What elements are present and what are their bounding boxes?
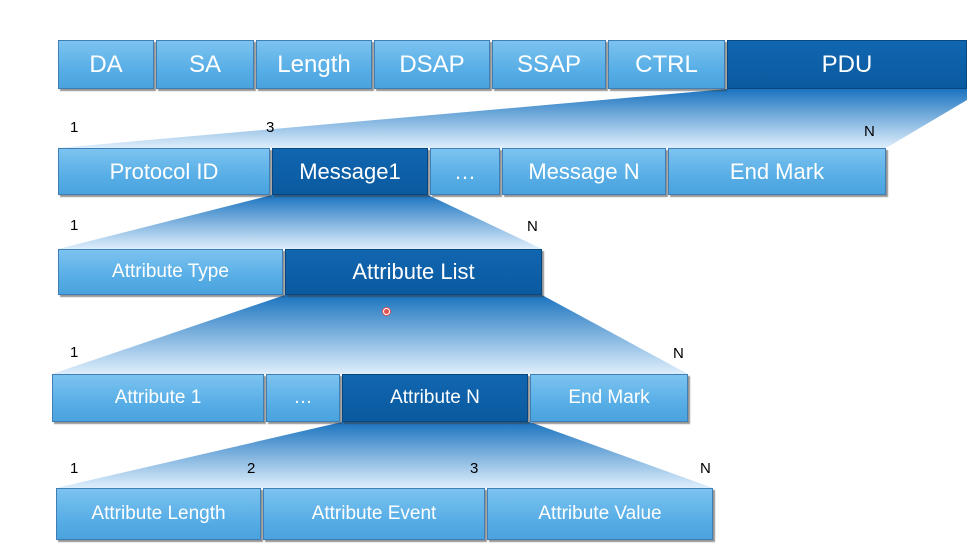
fan-attribute-n	[56, 422, 713, 488]
cell-end-mark: End Mark	[668, 148, 886, 195]
marker-attr-3: 3	[470, 460, 479, 477]
fan-attribute-list	[52, 295, 688, 374]
cell-attribute-1: Attribute 1	[52, 374, 264, 422]
cell-attribute-event: Attribute Event	[263, 488, 485, 540]
marker-message-1: 1	[70, 217, 79, 234]
marker-pdu-n: N	[864, 123, 875, 140]
cell-attribute-end-mark: End Mark	[530, 374, 688, 422]
marker-attrlist-1: 1	[70, 344, 79, 361]
cell-length: Length	[256, 40, 372, 89]
fan-pdu	[58, 89, 967, 148]
marker-pdu-3: 3	[266, 119, 275, 136]
marker-message-n: N	[527, 218, 538, 235]
cell-message-ellipsis: …	[430, 148, 500, 195]
cell-attribute-length: Attribute Length	[56, 488, 261, 540]
cell-attribute-n: Attribute N	[342, 374, 528, 422]
cursor-dot	[383, 308, 390, 315]
cell-sa: SA	[156, 40, 254, 89]
cell-protocol-id: Protocol ID	[58, 148, 270, 195]
cell-attribute-value: Attribute Value	[487, 488, 713, 540]
cell-attribute-type: Attribute Type	[58, 249, 283, 295]
message-row: Attribute Type Attribute List	[58, 249, 542, 295]
marker-pdu-1: 1	[70, 119, 79, 136]
marker-attrlist-n: N	[673, 345, 684, 362]
fan-message1	[58, 195, 542, 249]
marker-attr-2: 2	[247, 460, 256, 477]
cell-attribute-ellipsis: …	[266, 374, 340, 422]
attribute-list-row: Attribute 1 … Attribute N End Mark	[52, 374, 688, 422]
cell-dsap: DSAP	[374, 40, 490, 89]
pdu-row: Protocol ID Message1 … Message N End Mar…	[58, 148, 886, 195]
cell-message1: Message1	[272, 148, 428, 195]
attribute-row: Attribute Length Attribute Event Attribu…	[56, 488, 713, 540]
frame-row: DA SA Length DSAP SSAP CTRL PDU	[58, 40, 967, 89]
cell-ssap: SSAP	[492, 40, 606, 89]
cell-attribute-list: Attribute List	[285, 249, 542, 295]
cell-message-n: Message N	[502, 148, 666, 195]
marker-attr-n: N	[700, 460, 711, 477]
cell-ctrl: CTRL	[608, 40, 725, 89]
cell-pdu: PDU	[727, 40, 967, 89]
marker-attr-1: 1	[70, 460, 79, 477]
cell-da: DA	[58, 40, 154, 89]
